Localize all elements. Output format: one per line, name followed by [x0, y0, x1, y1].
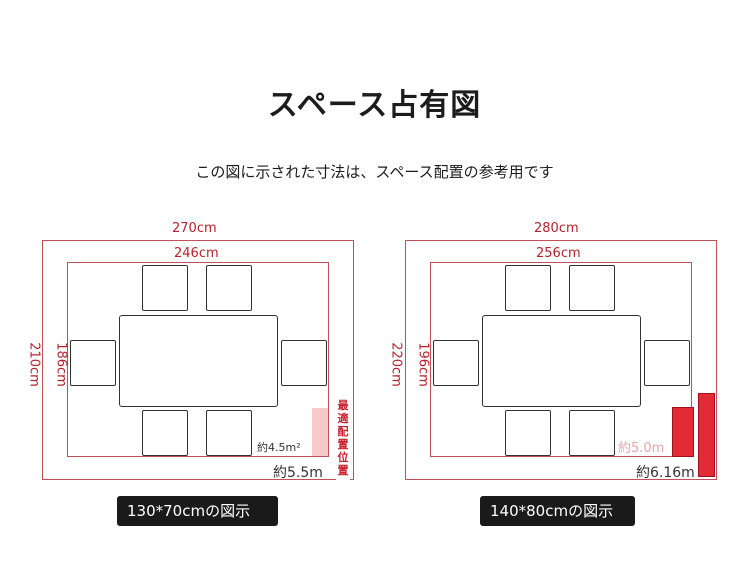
- badge-char: 配: [337, 425, 349, 438]
- right-chair-top-1: [505, 265, 551, 311]
- right-chair-side-right: [644, 340, 690, 386]
- right-outer-boundary: [405, 240, 717, 480]
- right-caption: 140*80cmの図示: [480, 496, 635, 526]
- page-subtitle: この図に示された寸法は、スペース配置の参考用です: [195, 163, 554, 181]
- right-area-marker: [672, 407, 694, 457]
- left-inner-width-label: 246cm: [174, 246, 219, 261]
- left-dining-table: [119, 315, 278, 407]
- left-chair-bottom-1: [142, 410, 188, 456]
- right-dining-table: [482, 315, 641, 407]
- right-chair-top-2: [569, 265, 615, 311]
- badge-char: 位: [337, 451, 349, 464]
- left-optimal-position-badge: 最 適 配 置 位 置: [336, 399, 350, 485]
- right-chair-side-left: [433, 340, 479, 386]
- left-chair-top-1: [142, 265, 188, 311]
- right-chair-bottom-1: [505, 410, 551, 456]
- right-chair-bottom-2: [569, 410, 615, 456]
- left-area-marker: [312, 408, 328, 456]
- right-optimal-position-badge: [698, 393, 715, 477]
- left-chair-top-2: [206, 265, 252, 311]
- left-chair-side-left: [70, 340, 116, 386]
- right-inner-width-label: 256cm: [536, 246, 581, 261]
- badge-char: 適: [337, 412, 349, 425]
- left-inner-boundary: [67, 262, 329, 457]
- right-inner-boundary: [430, 262, 692, 457]
- page-title: スペース占有図: [267, 88, 482, 123]
- left-chair-side-right: [281, 340, 327, 386]
- right-outer-height-label: 220cm: [388, 342, 404, 387]
- left-area-outer-label: 約5.5m: [273, 465, 323, 481]
- left-area-inner-label: 約4.5m²: [257, 441, 301, 454]
- left-outer-boundary: [42, 240, 354, 480]
- right-area-outer-label: 約6.16m: [636, 465, 695, 481]
- left-caption: 130*70cmの図示: [117, 496, 278, 526]
- left-chair-bottom-2: [206, 410, 252, 456]
- left-outer-width-label: 270cm: [172, 221, 217, 236]
- badge-char: 置: [337, 464, 349, 477]
- badge-char: 置: [337, 438, 349, 451]
- right-area-inner-label: 約5.0m: [618, 441, 665, 456]
- right-inner-height-label: 196cm: [415, 342, 431, 387]
- badge-char: 最: [337, 399, 349, 412]
- right-outer-width-label: 280cm: [534, 221, 579, 236]
